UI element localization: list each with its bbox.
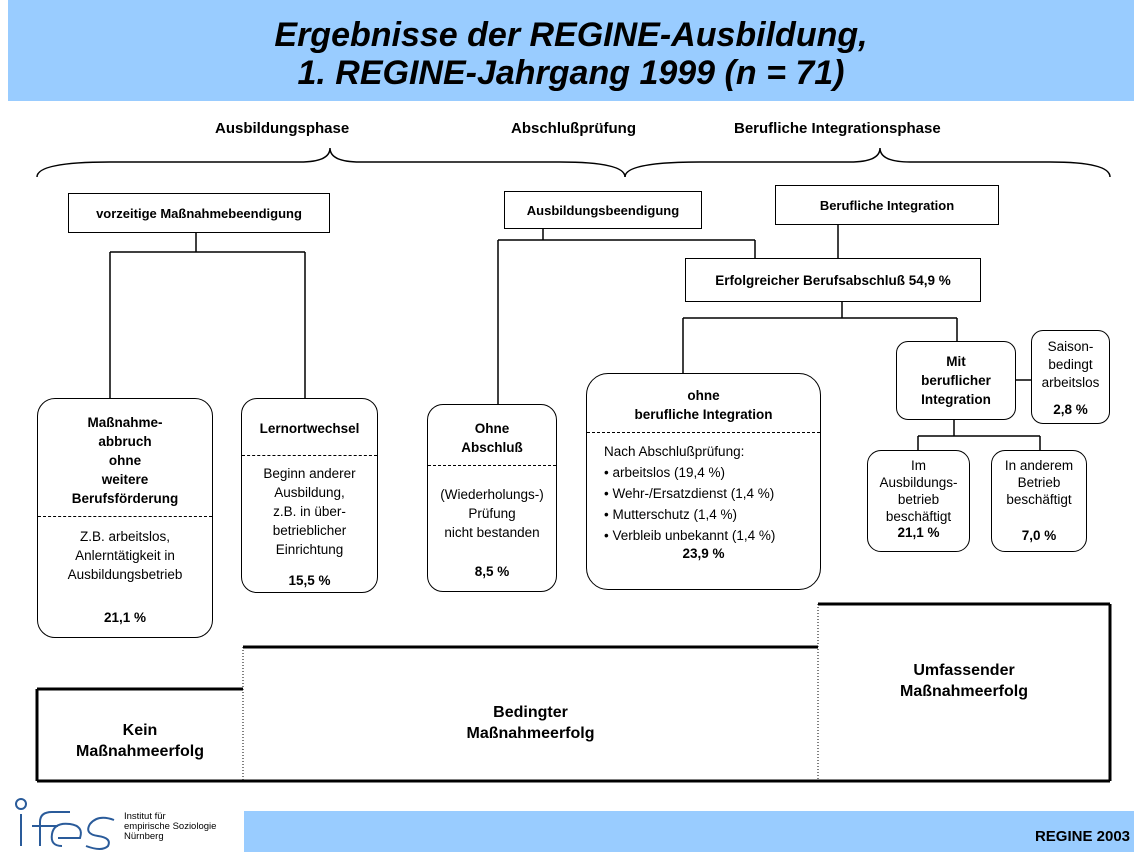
card-ohne-abschluss-body-2: Prüfung <box>468 506 516 521</box>
card-lernort-divider <box>242 455 377 456</box>
card-saison-body-2: bedingt <box>1048 357 1093 372</box>
outcome-kein-line-2: Maßnahmeerfolg <box>75 743 204 760</box>
outcome-umfassend-line-2: Maßnahmeerfolg <box>899 683 1028 700</box>
outcome-bedingt-border <box>243 645 818 783</box>
card-lernort-body-4: betrieblicher <box>272 523 347 538</box>
card-ohne-integration-percent: 23,9 % <box>682 546 725 561</box>
outcome-kein-line-1: Kein <box>122 722 158 739</box>
outcome-bedingt-line-1: Bedingter <box>493 704 568 721</box>
card-lernort-head: Lernortwechsel <box>259 421 360 436</box>
card-ohne-integration-bullet-4: • Verbleib unbekannt (1,4 %) <box>604 528 776 543</box>
card-saison-body-3: arbeitslos <box>1041 375 1100 390</box>
card-abbruch-head-3: ohne <box>108 453 142 468</box>
card-im-ausbildungsbetrieb: Im Ausbildungs- betrieb beschäftigt 21,1… <box>867 450 970 552</box>
node-erfolgreicher-berufsabschluss: Erfolgreicher Berufsabschluß 54,9 % <box>685 258 981 302</box>
card-im-betrieb-body-4: beschäftigt <box>885 509 952 524</box>
card-ohne-integration-bullet-1: • arbeitslos (19,4 %) <box>604 465 726 480</box>
card-ohne-abschluss-divider <box>428 465 556 466</box>
outcome-umfassend-border <box>818 602 1112 783</box>
card-anderer-betrieb: In anderem Betrieb beschäftigt 7,0 % <box>991 450 1087 552</box>
card-abbruch-head-2: abbruch <box>98 434 152 449</box>
card-anderer-betrieb-body-3: beschäftigt <box>1006 492 1072 507</box>
card-im-betrieb-body-2: Ausbildungs- <box>879 475 958 490</box>
card-ohne-integration-head-2: berufliche Integration <box>634 407 773 422</box>
logo-line-3: Nürnberg <box>124 831 164 842</box>
card-anderer-betrieb-percent: 7,0 % <box>1021 528 1057 543</box>
card-im-betrieb-body-3: betrieb <box>897 492 940 507</box>
outcome-kein-border <box>35 687 243 783</box>
title-line-2: 1. REGINE-Jahrgang 1999 (n = 71) <box>297 54 845 92</box>
card-ohne-abschluss-body-1: (Wiederholungs-) <box>440 487 544 502</box>
card-ohne-integration-intro: Nach Abschlußprüfung: <box>604 444 745 459</box>
logo-line-1: Institut für <box>124 811 166 822</box>
card-ohne-abschluss-head-2: Abschluß <box>461 440 523 455</box>
phase-label-integration: Berufliche Integrationsphase <box>734 120 941 137</box>
brace-ausbildung-pruefung <box>36 147 626 178</box>
card-anderer-betrieb-body-2: Betrieb <box>1017 475 1061 490</box>
footer-regine-label: REGINE 2003 <box>1034 828 1130 845</box>
card-ohne-abschluss-percent: 8,5 % <box>474 564 510 579</box>
card-lernortwechsel: Lernortwechsel Beginn anderer Ausbildung… <box>241 398 378 593</box>
card-saison-percent: 2,8 % <box>1053 402 1088 417</box>
card-saisonbedingt: Saison- bedingt arbeitslos 2,8 % <box>1031 330 1110 424</box>
outcome-umfassend-line-1: Umfassender <box>913 662 1015 679</box>
outcome-bedingter-massnahmeerfolg: Bedingter Maßnahmeerfolg <box>243 702 818 744</box>
ifes-logo-icon <box>15 798 115 850</box>
card-im-betrieb-percent: 21,1 % <box>897 525 940 540</box>
title-line-1: Ergebnisse der REGINE-Ausbildung, <box>274 16 868 54</box>
card-ohne-integration-head-1: ohne <box>687 388 720 403</box>
left-margin <box>0 0 8 852</box>
card-abbruch-head-1: Maßnahme- <box>87 415 163 430</box>
phase-label-ausbildung: Ausbildungsphase <box>215 120 350 137</box>
card-mit-beruflicher-integration: Mit beruflicher Integration <box>896 341 1016 420</box>
card-mit-integration-head-2: beruflicher <box>921 373 991 388</box>
ifes-logo-text: Institut für empirische Soziologie Nürnb… <box>124 812 216 842</box>
card-ohne-integration-bullet-2: • Wehr-/Ersatzdienst (1,4 %) <box>604 486 775 501</box>
card-abbruch-divider <box>38 516 212 517</box>
card-ohne-integration-divider <box>587 432 820 433</box>
card-lernort-body-2: Ausbildung, <box>274 485 345 500</box>
card-ohne-abschluss-head-1: Ohne <box>474 421 510 436</box>
card-anderer-betrieb-body-1: In anderem <box>1004 458 1074 473</box>
card-abbruch-body-1: Z.B. arbeitslos, <box>79 529 171 544</box>
phase-label-pruefung: Abschlußprüfung <box>511 120 636 137</box>
outcome-kein-massnahmeerfolg: Kein Maßnahmeerfolg <box>37 720 243 762</box>
card-abbruch-percent: 21,1 % <box>103 610 147 625</box>
node-berufliche-integration: Berufliche Integration <box>775 185 999 225</box>
logo-line-2: empirische Soziologie <box>124 821 217 832</box>
brace-integration <box>624 147 1111 178</box>
card-lernort-percent: 15,5 % <box>288 573 331 588</box>
card-abbruch-head-5: Berufsförderung <box>71 491 179 506</box>
card-massnahmeabbruch: Maßnahme- abbruch ohne weitere Berufsför… <box>37 398 213 638</box>
card-ohne-abschluss-body-3: nicht bestanden <box>444 525 540 540</box>
outcome-bedingt-line-2: Maßnahmeerfolg <box>466 725 595 742</box>
card-ohne-berufliche-integration: ohne berufliche Integration Nach Abschlu… <box>586 373 821 590</box>
footer-bar <box>244 811 1134 852</box>
card-abbruch-head-4: weitere <box>101 472 149 487</box>
card-ohne-integration-bullet-3: • Mutterschutz (1,4 %) <box>604 507 738 522</box>
card-lernort-body-5: Einrichtung <box>275 542 344 557</box>
card-mit-integration-head-3: Integration <box>921 392 991 407</box>
node-vorzeitige-massnahmebeendigung: vorzeitige Maßnahmebeendigung <box>68 193 330 233</box>
card-abbruch-body-2: Anlerntätigkeit in <box>75 548 175 563</box>
card-ohne-abschluss: Ohne Abschluß (Wiederholungs-) Prüfung n… <box>427 404 557 592</box>
card-lernort-body-3: z.B. in über- <box>273 504 346 519</box>
card-im-betrieb-body-1: Im <box>911 458 926 473</box>
card-abbruch-body-3: Ausbildungsbetrieb <box>67 567 183 582</box>
card-mit-integration-head-1: Mit <box>946 354 966 369</box>
card-lernort-body-1: Beginn anderer <box>263 466 356 481</box>
title-banner: Ergebnisse der REGINE-Ausbildung, 1. REG… <box>8 0 1134 101</box>
node-ausbildungsbeendigung: Ausbildungsbeendigung <box>504 191 702 229</box>
outcome-umfassender-massnahmeerfolg: Umfassender Maßnahmeerfolg <box>818 660 1110 702</box>
card-saison-body-1: Saison- <box>1047 339 1094 354</box>
